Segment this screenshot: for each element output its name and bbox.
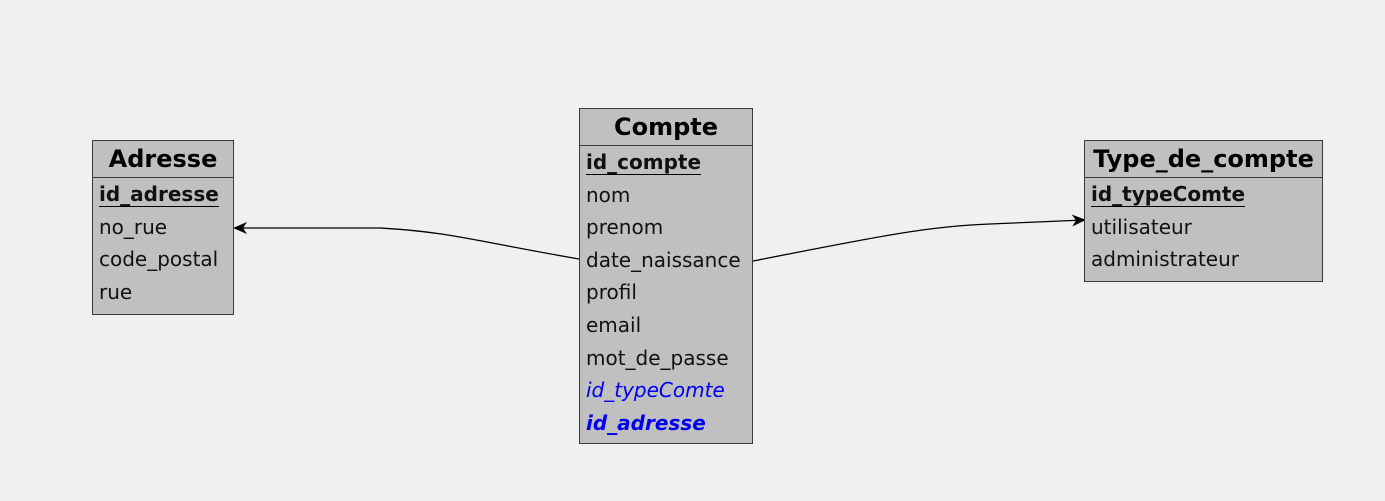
entity-type-de-compte[interactable]: Type_de_compte id_typeComte utilisateur … <box>1084 140 1323 282</box>
attribute: nom <box>586 182 631 207</box>
attribute: prenom <box>586 215 664 240</box>
primary-key-attribute: id_adresse <box>99 182 219 207</box>
foreign-key-attribute: id_typeComte <box>586 378 725 403</box>
entity-title: Adresse <box>93 141 233 178</box>
attribute: utilisateur <box>1091 214 1192 239</box>
attribute: email <box>586 312 642 337</box>
primary-key-attribute: id_typeComte <box>1091 182 1246 207</box>
attribute: date_naissance <box>586 247 741 272</box>
entity-title: Compte <box>580 109 752 146</box>
link-compte-to-adresse <box>233 222 580 260</box>
attribute: profil <box>586 280 637 305</box>
entity-compte[interactable]: Compte id_compte nom prenom date_naissan… <box>579 108 753 444</box>
foreign-key-attribute: id_adresse <box>586 410 706 435</box>
attribute: administrateur <box>1091 247 1240 272</box>
attribute: rue <box>99 279 133 304</box>
entity-adresse[interactable]: Adresse id_adresse no_rue code_postal ru… <box>92 140 234 315</box>
attribute: no_rue <box>99 214 168 239</box>
entity-title: Type_de_compte <box>1085 141 1322 178</box>
primary-key-attribute: id_compte <box>586 150 702 175</box>
attribute: mot_de_passe <box>586 345 729 370</box>
attribute: code_postal <box>99 247 219 272</box>
link-compte-to-type-de-compte <box>752 214 1086 262</box>
